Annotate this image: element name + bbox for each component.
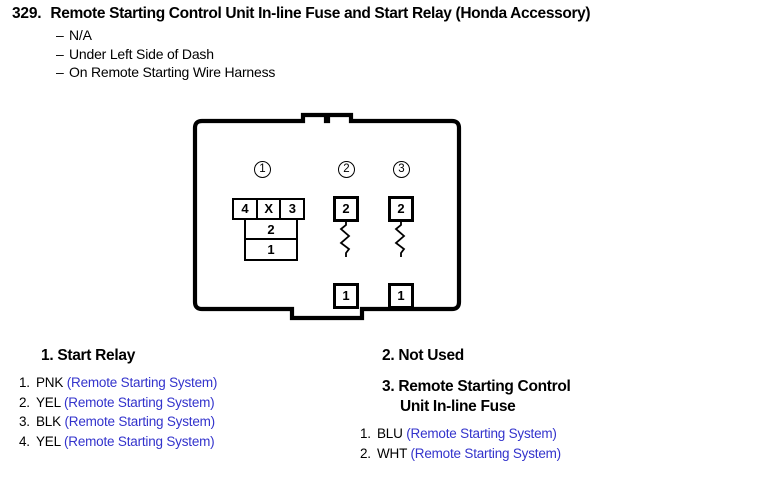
location-list: –N/A –Under Left Side of Dash –On Remote… bbox=[0, 26, 774, 82]
location-text: N/A bbox=[69, 27, 92, 43]
wire-index: 4. bbox=[19, 433, 30, 449]
location-text: On Remote Starting Wire Harness bbox=[69, 64, 276, 80]
legend-heading-fuse-line1: 3. Remote Starting Control bbox=[382, 378, 571, 395]
relay-pin-2: 2 bbox=[244, 217, 298, 241]
fuse-group-2: 2 1 bbox=[333, 196, 359, 309]
fuse2-terminal-2: 2 bbox=[333, 196, 359, 222]
wire-color: WHT bbox=[377, 445, 407, 461]
connector-housing-outline bbox=[192, 112, 462, 321]
wire-system: (Remote Starting System) bbox=[406, 426, 557, 441]
location-item: –N/A bbox=[0, 26, 774, 45]
relay-pin-x: X bbox=[255, 198, 282, 220]
legend-column-left: 1. Start Relay 1. PNK (Remote Starting Sy… bbox=[14, 346, 354, 451]
dash-bullet: – bbox=[56, 45, 64, 62]
fuse3-terminal-1: 1 bbox=[388, 283, 414, 309]
relay-pin-4: 4 bbox=[232, 198, 258, 220]
dash-bullet: – bbox=[56, 64, 64, 80]
relay-lower-rows: 2 1 bbox=[244, 217, 303, 262]
wire-item: 2. YEL (Remote Starting System) bbox=[14, 393, 354, 413]
wire-color: YEL bbox=[36, 394, 61, 410]
wire-color: PNK bbox=[36, 375, 64, 390]
wire-index: 1. bbox=[19, 375, 30, 390]
legend-heading-fuse-line2: Unit In-line Fuse bbox=[400, 398, 516, 415]
location-item: –On Remote Starting Wire Harness bbox=[0, 63, 774, 82]
fuse3-element-icon bbox=[394, 221, 406, 257]
wire-index: 3. bbox=[19, 414, 30, 429]
wire-item: 1. BLU (Remote Starting System) bbox=[355, 424, 765, 444]
group-marker-3: 3 bbox=[393, 161, 410, 178]
dash-bullet: – bbox=[56, 27, 64, 43]
location-text: Under Left Side of Dash bbox=[69, 45, 214, 62]
relay-pin-1: 1 bbox=[244, 238, 298, 262]
wire-system: (Remote Starting System) bbox=[63, 433, 215, 449]
wire-color: YEL bbox=[36, 433, 61, 449]
wire-item: 4. YEL (Remote Starting System) bbox=[14, 432, 354, 452]
wire-system: (Remote Starting System) bbox=[63, 394, 215, 410]
wire-index: 1. bbox=[360, 426, 371, 441]
wire-system: (Remote Starting System) bbox=[64, 414, 215, 429]
group-marker-1: 1 bbox=[254, 161, 271, 178]
fuse-group-3: 2 1 bbox=[388, 196, 414, 309]
wire-item: 2. WHT (Remote Starting System) bbox=[355, 444, 765, 464]
fuse3-terminal-2: 2 bbox=[388, 196, 414, 222]
wire-color: BLU bbox=[377, 426, 403, 441]
wire-item: 3. BLK (Remote Starting System) bbox=[14, 412, 354, 432]
entry-title: Remote Starting Control Unit In-line Fus… bbox=[50, 5, 591, 22]
wire-color: BLK bbox=[36, 414, 61, 429]
relay-top-row: 4 X 3 bbox=[232, 198, 306, 220]
wire-index: 2. bbox=[19, 394, 30, 410]
header: 329. Remote Starting Control Unit In-lin… bbox=[0, 0, 774, 82]
wire-system: (Remote Starting System) bbox=[410, 445, 561, 461]
wire-list-fuse: 1. BLU (Remote Starting System) 2. WHT (Re… bbox=[355, 424, 765, 463]
entry-number: 329. bbox=[12, 5, 42, 22]
fuse2-element-icon bbox=[339, 221, 351, 257]
location-item: –Under Left Side of Dash bbox=[0, 45, 774, 64]
fuse2-terminal-1: 1 bbox=[333, 283, 359, 309]
wire-system: (Remote Starting System) bbox=[66, 375, 218, 390]
page-title: 329. Remote Starting Control Unit In-lin… bbox=[0, 0, 774, 23]
wire-item: 1. PNK (Remote Starting System) bbox=[14, 373, 354, 393]
legend-heading-not-used: 2. Not Used bbox=[382, 347, 464, 364]
legend-spacer bbox=[355, 366, 765, 377]
relay-pin-3: 3 bbox=[279, 198, 306, 220]
group-marker-2: 2 bbox=[338, 161, 355, 178]
wire-list-start-relay: 1. PNK (Remote Starting System) 2. YEL (Re… bbox=[14, 373, 354, 451]
legend-column-right: 2. Not Used 3. Remote Starting Control U… bbox=[355, 346, 765, 463]
relay-pin-block: 4 X 3 2 1 bbox=[232, 198, 306, 262]
legend-heading-start-relay: 1. Start Relay bbox=[41, 347, 136, 364]
connector-diagram: 1 2 3 4 X 3 2 1 2 1 2 1 bbox=[186, 112, 476, 332]
wire-index: 2. bbox=[360, 445, 371, 461]
